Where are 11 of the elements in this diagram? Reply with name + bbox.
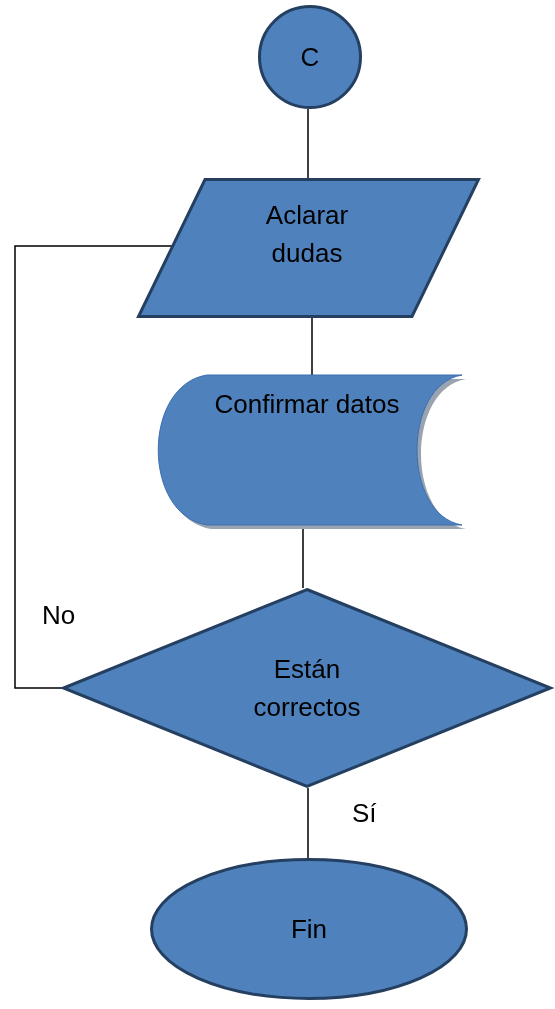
connector-line [307, 108, 309, 179]
node-label: Fin [289, 913, 329, 946]
edge-label: No [42, 600, 76, 631]
node-label: Aclarar dudas [264, 199, 350, 270]
connector-line [311, 317, 313, 376]
node-label: C [299, 41, 321, 74]
node-label: Confirmar datos [213, 388, 401, 421]
edge-label: Sí [352, 798, 377, 829]
connector-line [307, 787, 309, 859]
connector-line [14, 245, 173, 689]
node-label: Están correctos [252, 653, 362, 724]
